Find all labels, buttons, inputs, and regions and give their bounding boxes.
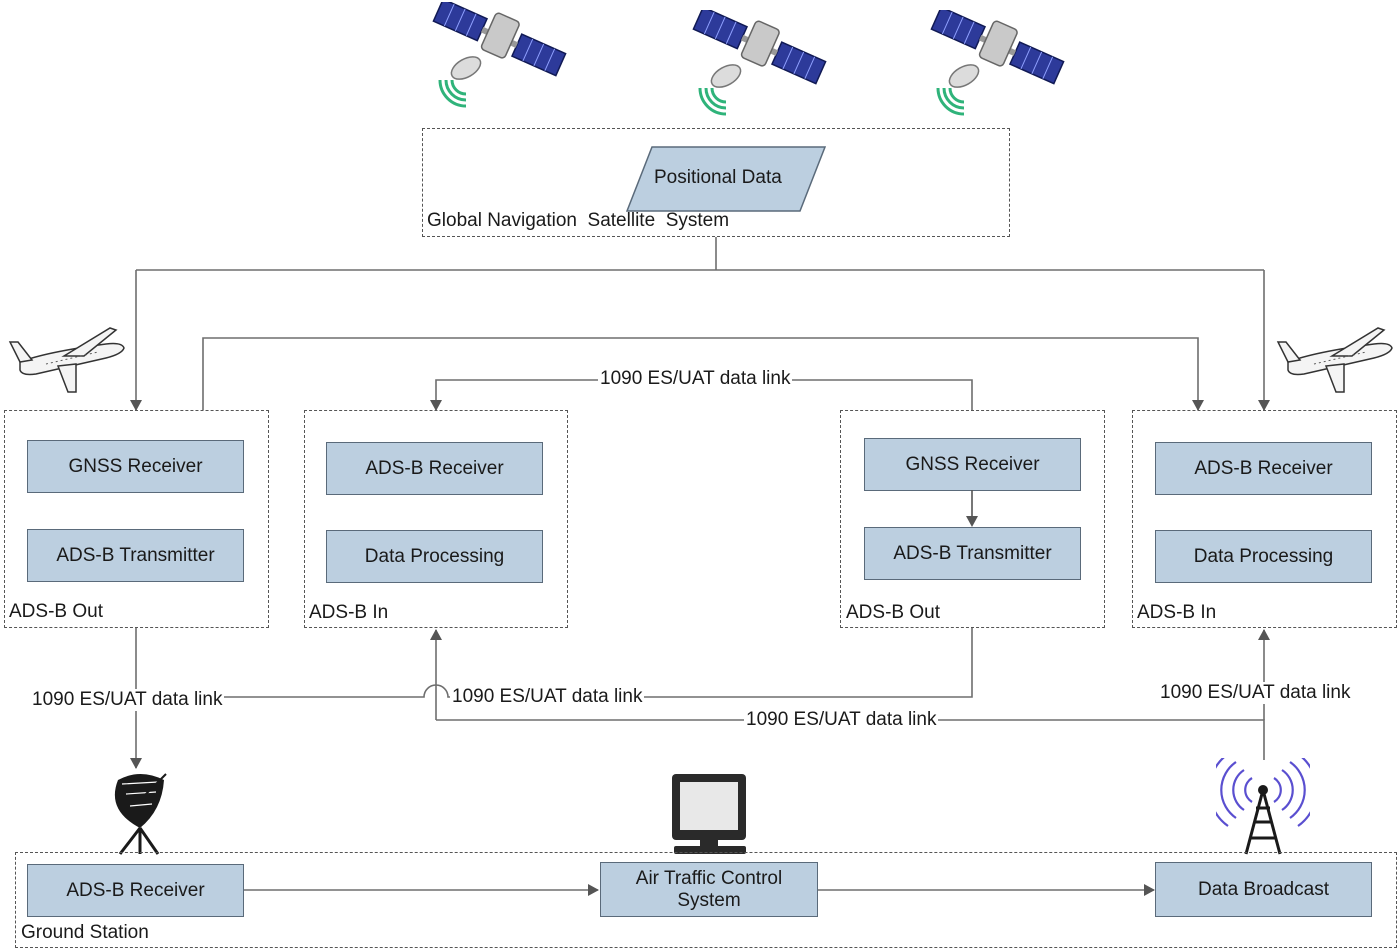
atc-line-2: System: [677, 889, 741, 911]
data-broadcast: Data Broadcast: [1155, 862, 1372, 917]
ground-station-label: Ground Station: [21, 922, 149, 943]
right-adsb-transmitter: ADS-B Transmitter: [864, 527, 1081, 580]
right-adsb-out-label: ADS-B Out: [846, 602, 940, 623]
internal-arrow: [966, 490, 978, 527]
satellite-icon: [692, 10, 827, 116]
link-label-bottom: 1090 ES/UAT data link: [744, 709, 939, 731]
satellite-icon: [432, 2, 567, 108]
left-gnss-receiver: GNSS Receiver: [27, 440, 244, 493]
right-adsb-in-label: ADS-B In: [1137, 602, 1217, 623]
radio-tower-icon: [1216, 758, 1310, 855]
satellite-dish-icon: [114, 773, 167, 855]
ground-station-group: [15, 852, 1397, 948]
left-adsb-out-group: [4, 410, 269, 628]
airplane-icon: [8, 327, 125, 393]
right-gnss-receiver: GNSS Receiver: [864, 438, 1081, 491]
airplane-icon: [1276, 327, 1393, 393]
right-adsb-receiver: ADS-B Receiver: [1155, 442, 1372, 495]
left-adsb-receiver: ADS-B Receiver: [326, 442, 543, 495]
atc-system: Air Traffic Control System: [600, 862, 818, 917]
right-data-processing: Data Processing: [1155, 530, 1372, 583]
left-adsb-in-label: ADS-B In: [309, 602, 389, 623]
gnss-group-label: Global Navigation Satellite System: [427, 210, 730, 231]
ground-adsb-receiver: ADS-B Receiver: [27, 864, 244, 917]
gnss-group: [422, 128, 1010, 237]
right-adsb-in-group: [1132, 410, 1397, 628]
positional-data-label: Positional Data: [654, 167, 782, 188]
link-label-top: 1090 ES/UAT data link: [598, 368, 793, 390]
atc-line-1: Air Traffic Control: [635, 867, 783, 889]
positional-data-shape: [626, 146, 826, 212]
satellite-icon: [930, 10, 1065, 116]
right-adsb-out-group: [840, 410, 1105, 628]
link-label-right: 1090 ES/UAT data link: [1158, 682, 1353, 704]
computer-monitor-icon: [672, 774, 746, 854]
left-adsb-transmitter: ADS-B Transmitter: [27, 529, 244, 582]
left-adsb-out-label: ADS-B Out: [9, 601, 103, 622]
left-adsb-in-group: [304, 410, 568, 628]
link-label-left: 1090 ES/UAT data link: [30, 689, 225, 711]
left-data-processing: Data Processing: [326, 530, 543, 583]
link-label-middle: 1090 ES/UAT data link: [450, 686, 645, 708]
